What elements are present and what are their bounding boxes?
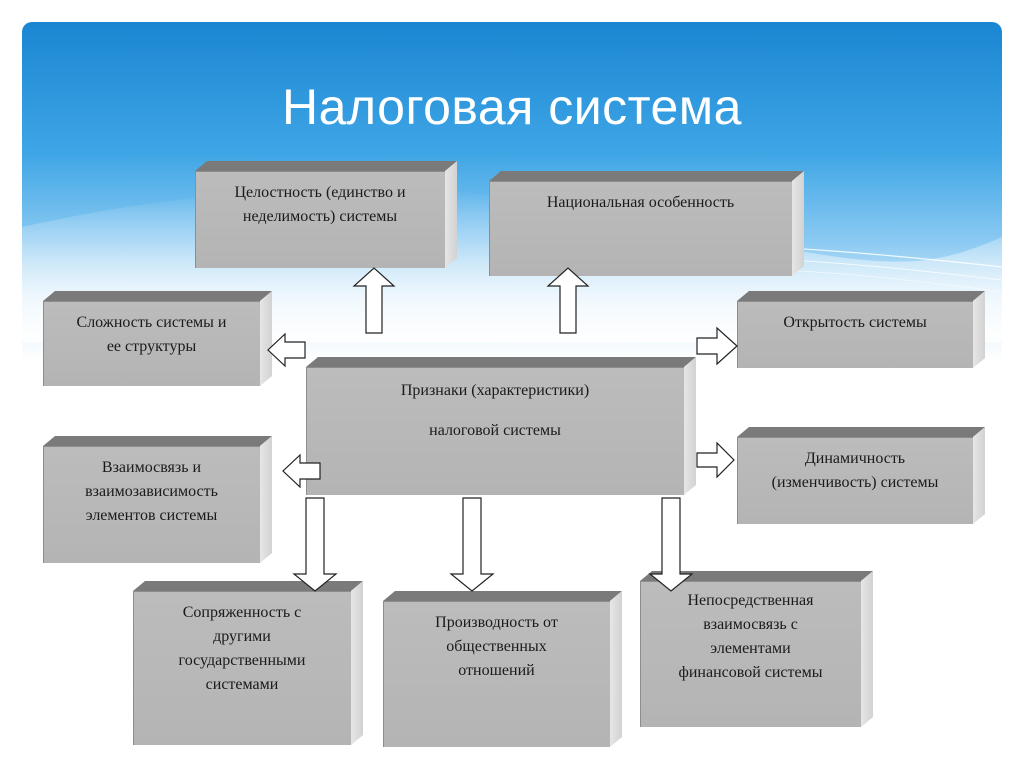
box-derivation-line-3: отношений <box>458 662 535 679</box>
center-box: Признаки (характеристики) налоговой сист… <box>306 367 684 495</box>
center-box-line-1: Признаки (характеристики) <box>400 382 590 399</box>
box-integrity-line-1: Целостность (единство и <box>234 184 406 201</box>
box-conjugacy-line-1: Сопряженность с <box>182 604 302 621</box>
box-conjugacy-line-2: другими <box>213 628 271 645</box>
box-national-line-1: Национальная особенность <box>546 194 735 211</box>
box-dynamism: Динамичность (изменчивость) системы <box>737 437 973 524</box>
box-derivation-line-2: общественных <box>446 638 547 655</box>
box-interconnection-line-2: взаимозависимость <box>85 483 218 500</box>
box-dynamism-line-2: (изменчивость) системы <box>771 474 939 491</box>
box-openness: Открытость системы <box>737 301 973 368</box>
box-openness-line-1: Открытость системы <box>783 314 927 331</box>
box-interconnection-line-3: элементов системы <box>85 507 218 524</box>
box-interconnection-line-1: Взаимосвязь и <box>101 459 202 476</box>
box-integrity: Целостность (единство и неделимость) сис… <box>195 171 445 268</box>
box-derivation: Производность от общественных отношений <box>383 601 610 747</box>
box-integrity-line-2: неделимость) системы <box>242 208 398 225</box>
box-direct-link-line-1: Непосредственная <box>687 592 814 609</box>
box-direct-link: Непосредственная взаимосвязь с элементам… <box>640 581 861 727</box>
slide-title: Налоговая система <box>282 79 742 135</box>
box-complexity: Сложность системы и ее структуры <box>43 301 260 386</box>
box-interconnection: Взаимосвязь и взаимозависимость элементо… <box>43 446 260 563</box>
box-conjugacy: Сопряженность с другими государственными… <box>133 591 351 745</box>
box-complexity-line-1: Сложность системы и <box>76 314 227 331</box>
box-derivation-line-1: Производность от <box>435 614 558 631</box>
box-direct-link-line-3: элементами <box>710 640 791 657</box>
box-national: Национальная особенность <box>489 181 792 276</box>
box-conjugacy-line-3: государственными <box>178 652 306 669</box>
box-direct-link-line-4: финансовой системы <box>678 664 823 681</box>
box-complexity-line-2: ее структуры <box>106 338 197 355</box>
box-direct-link-line-2: взаимосвязь с <box>703 616 798 633</box>
box-conjugacy-line-4: системами <box>205 676 279 693</box>
box-dynamism-line-1: Динамичность <box>804 450 906 467</box>
center-box-line-2: налоговой системы <box>429 422 561 439</box>
